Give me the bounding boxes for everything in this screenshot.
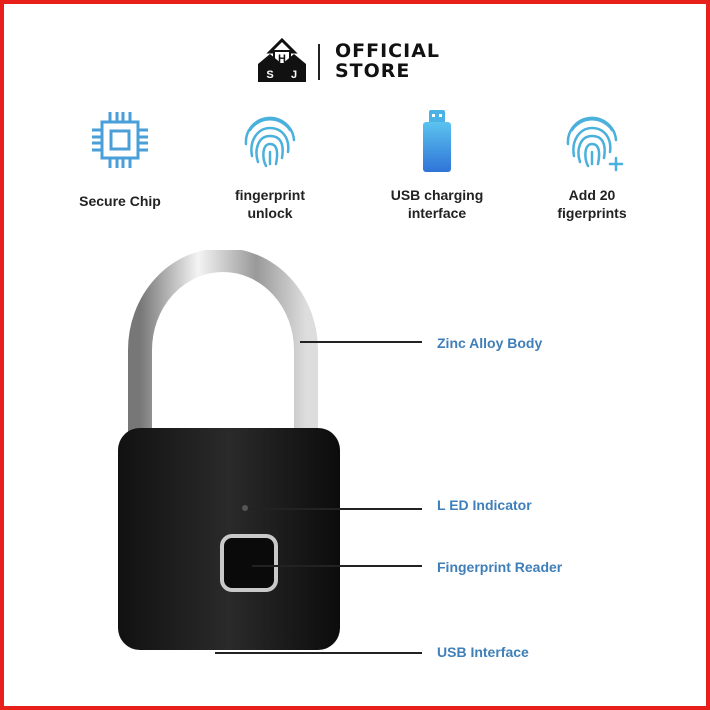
label-line: fingerprint (235, 187, 305, 203)
svg-text:S: S (266, 69, 273, 81)
callout-fingerprint-reader: Fingerprint Reader (437, 559, 563, 575)
feature-label: Add 20 figerprints (522, 186, 662, 222)
feature-label: USB charging interface (367, 186, 507, 222)
callout-line (215, 652, 422, 654)
logo-divider (318, 44, 320, 80)
callout-line (252, 565, 422, 567)
label-line: USB charging (390, 187, 484, 203)
label-line: interface (407, 205, 467, 221)
feature-label: Secure Chip (79, 193, 161, 209)
store-line1: OFFICIAL (335, 40, 441, 62)
fingerprint-icon (244, 116, 296, 168)
feature-usb-charging: USB charging interface (367, 108, 507, 222)
callout-line (250, 508, 422, 510)
label-line: unlock (247, 205, 293, 221)
label-line: Add 20 (568, 187, 616, 203)
led-indicator (242, 505, 248, 511)
feature-secure-chip: Secure Chip (50, 108, 190, 210)
usb-icon (423, 110, 451, 172)
callout-usb-interface: USB Interface (437, 644, 529, 660)
brand-logo: H S J (258, 38, 306, 82)
padlock-image (118, 250, 340, 650)
chip-icon (92, 112, 148, 168)
svg-text:J: J (291, 69, 297, 81)
label-line: figerprints (557, 205, 627, 221)
feature-fingerprint-unlock: fingerprint unlock (200, 108, 340, 222)
callout-led-indicator: L ED Indicator (437, 497, 532, 513)
fingerprint-add-icon (566, 116, 624, 172)
callout-zinc-alloy-body: Zinc Alloy Body (437, 335, 543, 351)
shackle (128, 250, 318, 440)
official-store-text: OFFICIAL STORE (335, 41, 440, 81)
callout-line (300, 341, 422, 343)
fingerprint-sensor (220, 534, 278, 592)
feature-label: fingerprint unlock (200, 186, 340, 222)
feature-add-fingerprints: Add 20 figerprints (522, 108, 662, 222)
store-line2: STORE (335, 60, 411, 82)
svg-text:H: H (278, 53, 286, 65)
